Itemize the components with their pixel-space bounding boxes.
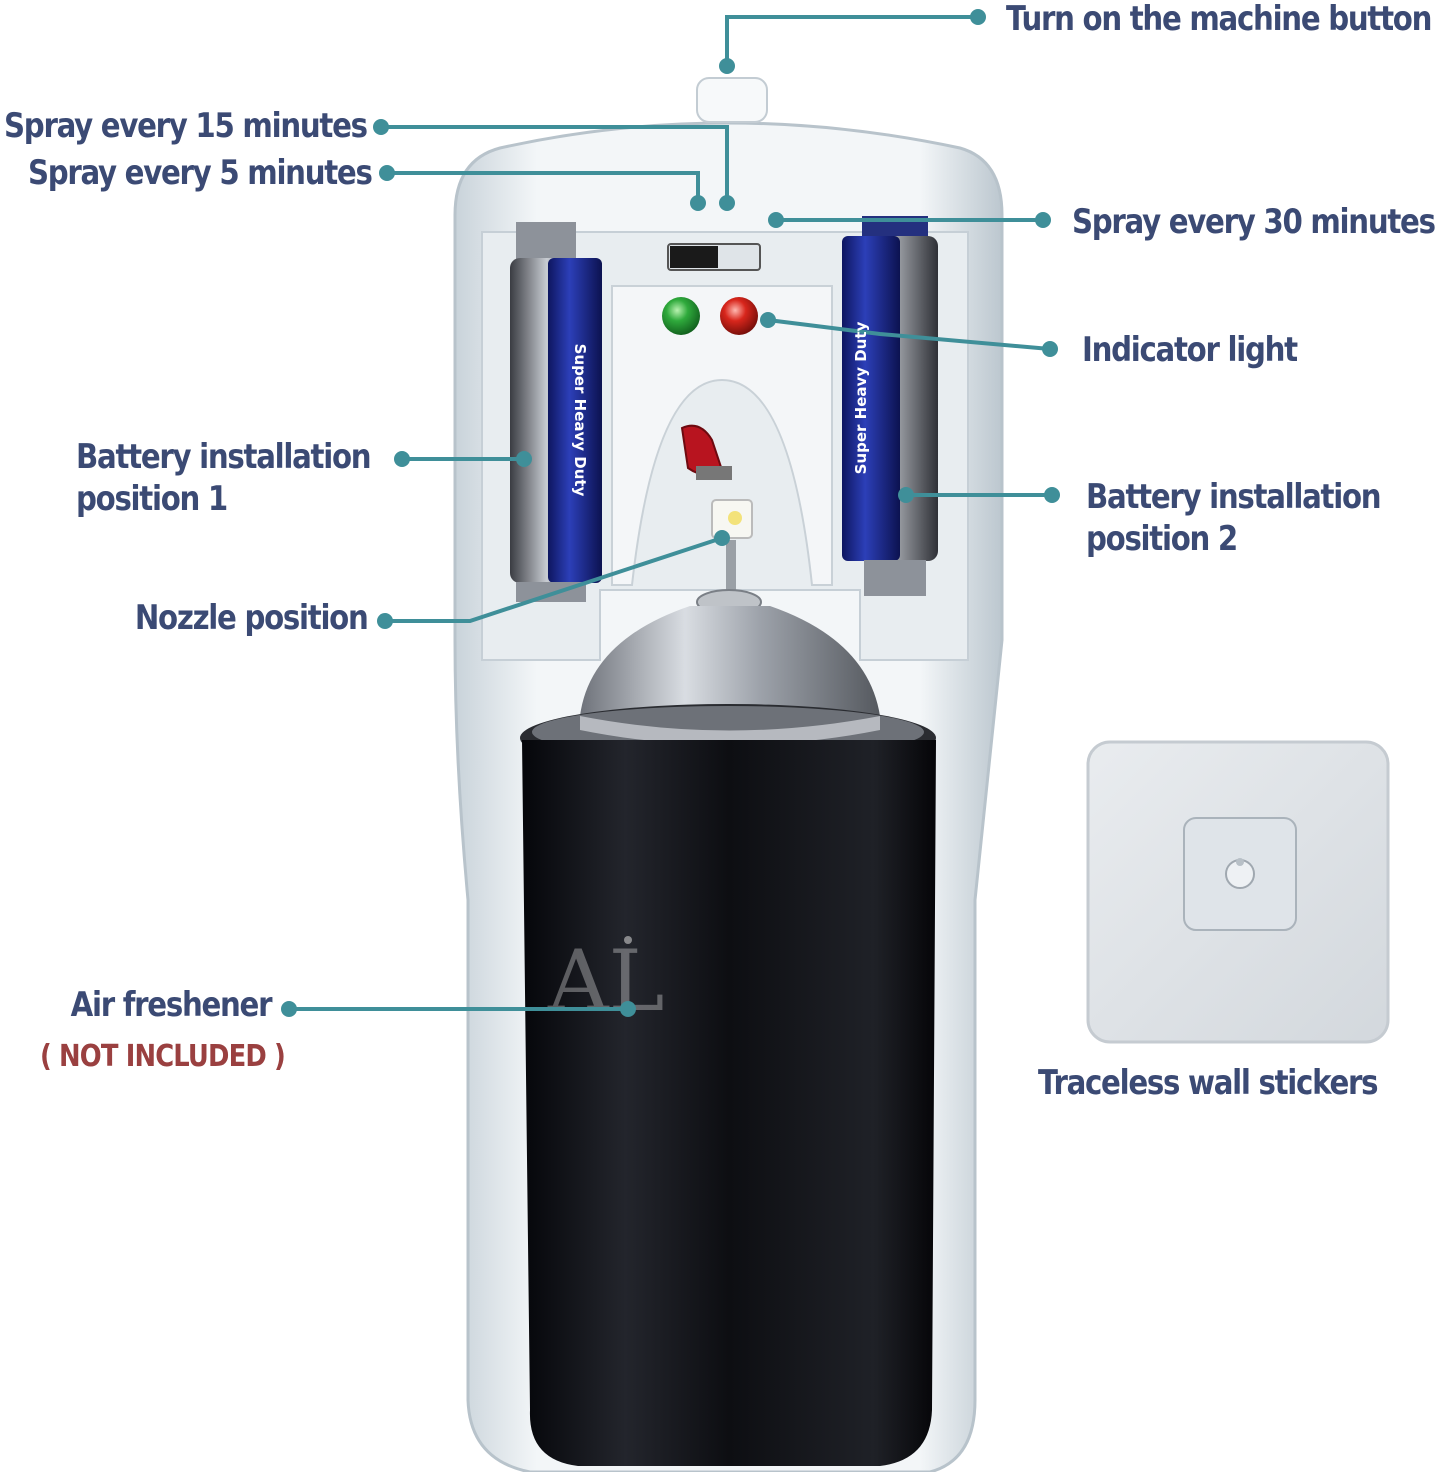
can-dome — [580, 606, 880, 716]
can-print: AL — [547, 932, 664, 1030]
label-not-included: ( NOT INCLUDED ) — [40, 1039, 286, 1074]
leader-lines — [289, 15, 1052, 1011]
battery-1-print: Super Heavy Duty — [571, 344, 589, 497]
label-battery-1: Battery installation position 1 — [76, 437, 372, 519]
label-nozzle: Nozzle position — [135, 598, 369, 638]
label-spray-5: Spray every 5 minutes — [28, 153, 373, 193]
battery-1 — [510, 222, 602, 602]
power-button[interactable] — [696, 77, 768, 123]
label-spray-30: Spray every 30 minutes — [1072, 202, 1436, 242]
label-power-button: Turn on the machine button — [1006, 0, 1432, 39]
label-air-freshener: Air freshener — [70, 985, 272, 1025]
battery-2-print: Super Heavy Duty — [852, 321, 870, 474]
leader-dots — [281, 9, 1060, 1017]
red-indicator-led — [720, 297, 758, 335]
air-freshener-can — [522, 740, 936, 1466]
label-spray-15: Spray every 15 minutes — [4, 106, 368, 146]
label-indicator-light: Indicator light — [1082, 330, 1298, 370]
battery-2 — [842, 216, 938, 596]
green-indicator-led — [662, 297, 700, 335]
label-battery-2: Battery installation position 2 — [1086, 477, 1382, 559]
label-wall-sticker: Traceless wall stickers — [1038, 1063, 1379, 1103]
